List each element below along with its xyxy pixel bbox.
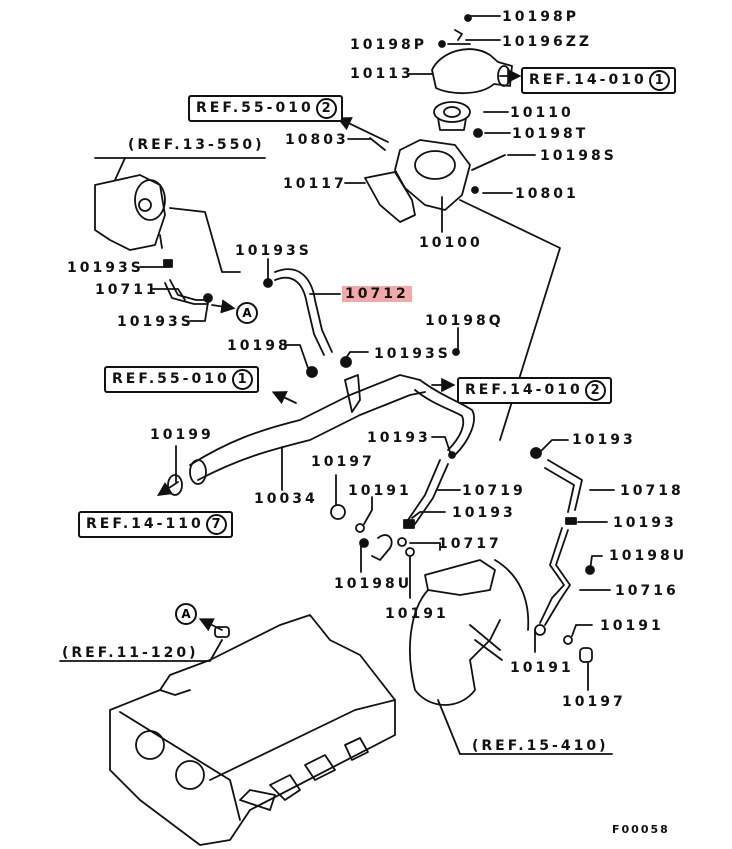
- ref-circle-number: 2: [315, 98, 337, 119]
- part-label-10193S[interactable]: 10193S: [374, 346, 451, 362]
- ref-11-120[interactable]: (REF.11-120): [62, 645, 199, 661]
- part-label-10191[interactable]: 10191: [385, 606, 449, 622]
- part-label-10803[interactable]: 10803: [285, 132, 349, 148]
- ref-circle-number: 1: [231, 369, 253, 390]
- part-label-10113[interactable]: 10113: [350, 66, 414, 82]
- part-label-10034[interactable]: 10034: [254, 491, 318, 507]
- part-label-10801[interactable]: 10801: [515, 186, 579, 202]
- part-label-10719[interactable]: 10719: [462, 483, 526, 499]
- part-label-10100[interactable]: 10100: [419, 235, 483, 251]
- part-label-10716[interactable]: 10716: [615, 583, 679, 599]
- part-label-10198P[interactable]: 10198P: [502, 9, 579, 25]
- throttle-body: [94, 174, 166, 251]
- part-label-10193[interactable]: 10193: [452, 505, 516, 521]
- hose-10711: [163, 259, 213, 305]
- part-label-10193S[interactable]: 10193S: [117, 314, 194, 330]
- connector-marker-a: A: [175, 603, 197, 625]
- hose-10718: [530, 447, 583, 525]
- part-label-10193S[interactable]: 10193S: [67, 260, 144, 276]
- part-label-10198Q[interactable]: 10198Q: [425, 313, 504, 329]
- water-pipe-10034: [167, 366, 475, 496]
- part-label-10193[interactable]: 10193: [613, 515, 677, 531]
- thermostat-housing-cover: [431, 14, 513, 95]
- part-label-10198[interactable]: 10198: [227, 338, 291, 354]
- thermostat-housing: [364, 137, 479, 223]
- cylinder-head: [109, 614, 396, 846]
- ref-circle-number: 1: [648, 70, 670, 91]
- ref-13-550[interactable]: (REF.13-550): [128, 137, 265, 153]
- part-label-10198S[interactable]: 10198S: [540, 148, 617, 164]
- part-label-10717[interactable]: 10717: [438, 536, 502, 552]
- ref-text: REF.55-010: [196, 100, 314, 116]
- part-label-10718[interactable]: 10718: [620, 483, 684, 499]
- hose-10712: [263, 268, 460, 368]
- part-label-10197[interactable]: 10197: [311, 454, 375, 470]
- part-label-10197[interactable]: 10197: [562, 694, 626, 710]
- thermostat: [433, 101, 506, 171]
- part-label-10191[interactable]: 10191: [348, 483, 412, 499]
- leader-lines: [59, 15, 615, 755]
- ref-circle-number: 7: [205, 514, 227, 535]
- part-label-10191[interactable]: 10191: [600, 618, 664, 634]
- connector-marker-a: A: [236, 302, 258, 324]
- part-label-10198U[interactable]: 10198U: [334, 576, 413, 592]
- ref-text: REF.14-110: [86, 516, 204, 532]
- ref-text: REF.14-010: [465, 382, 583, 398]
- part-label-10198T[interactable]: 10198T: [512, 126, 589, 142]
- part-label-10196ZZ[interactable]: 10196ZZ: [502, 34, 593, 50]
- hose-10719: [403, 451, 456, 529]
- part-label-10193[interactable]: 10193: [367, 430, 431, 446]
- pipe-10716: [534, 527, 595, 663]
- ref-15-410[interactable]: (REF.15-410): [472, 738, 609, 754]
- part-label-10198P[interactable]: 10198P: [350, 37, 427, 53]
- intake-manifold-10717: [330, 504, 530, 706]
- part-label-10193S[interactable]: 10193S: [235, 243, 312, 259]
- part-label-10711[interactable]: 10711: [95, 282, 159, 298]
- ref-text: REF.55-010: [112, 371, 230, 387]
- part-label-10191[interactable]: 10191: [510, 660, 574, 676]
- ref-text: REF.14-010: [529, 72, 647, 88]
- part-label-10193[interactable]: 10193: [572, 432, 636, 448]
- ref-circle-number: 2: [584, 380, 606, 401]
- part-label-10199[interactable]: 10199: [150, 427, 214, 443]
- figure-id: F00058: [612, 823, 670, 836]
- part-label-10110[interactable]: 10110: [510, 105, 574, 121]
- part-label-10117[interactable]: 10117: [283, 176, 347, 192]
- part-label-10198U[interactable]: 10198U: [609, 548, 688, 564]
- part-label-10712-highlighted[interactable]: 10712: [342, 286, 412, 302]
